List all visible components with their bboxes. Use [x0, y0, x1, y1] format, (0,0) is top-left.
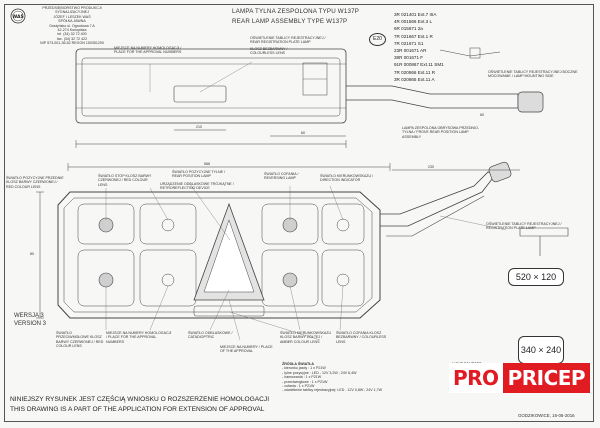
dim-80: 80 — [30, 252, 34, 256]
code-item: 3R 021401 Ext.7 IIIA — [394, 12, 437, 17]
company-line7: fax. (34) 32 72 422 — [56, 36, 88, 41]
code-item: 4R 001566 Ext.3 L — [394, 19, 433, 25]
version-pl: WERSJA 3 — [14, 313, 44, 319]
code-item: 23R 001671 AR — [394, 48, 427, 54]
callout-top-reg-plate: OŚWIETLENIE TABLICY REJESTRACYJNEJ / REA… — [250, 36, 326, 45]
callout-front-left-1: ŚWIATŁO POZYCYJNE PRZEDNIE KLOSZ BARWY C… — [6, 176, 64, 189]
title-en: REAR LAMP ASSEMBLY TYPE W137P — [232, 18, 348, 25]
approval-note-pl: NINIEJSZY RYSUNEK JEST CZĘŚCIĄ WNIOSKU O… — [10, 396, 270, 403]
light-source-item: - tylne pozycyjne : LED - 12V 3,2W ; 24V… — [282, 370, 357, 375]
company-line6: tel. (34) 32 72 400 — [57, 32, 87, 37]
company-line8: NIP 573-001-36-52 REGON 150351290 — [40, 41, 104, 46]
company-info: PRZEDSIĘBIORSTWO PRODUKCJI SYGNALIZACYJN… — [33, 6, 111, 46]
company-line5: 42-274 Konopiska — [57, 28, 87, 33]
callout-bottom-mid-2: MIEJSCE NA NUMERY / PLACE OF THE APPROVA… — [220, 345, 273, 354]
e-mark: E20 — [369, 33, 386, 46]
light-source-item: - oświetlenie tablicy rejestracyjnej: LE… — [282, 388, 383, 393]
light-source-item: - hamowania : 1 x P21W — [282, 375, 322, 380]
callout-bottom-right-2: ŚWIATŁO COFANIA KLOSZ BEZBARWNY / COLOUR… — [336, 331, 387, 344]
propricep-logo: PRO PRICEP — [449, 363, 597, 393]
sheet-border — [4, 4, 594, 422]
callout-top-reflex: KLOSZ BEZBARWNY / COLOURLESS LENS — [250, 47, 288, 56]
light-source-item: - kierunku jazdy : 1 x P21W — [282, 366, 326, 371]
light-source-item: - przeciwmgłowe : 1 x P21W — [282, 379, 328, 384]
dim-566: 566 — [204, 162, 210, 166]
callout-bottom-left-2: MIEJSCE NA NUMERY HOMOLOGACJI / PLACE FO… — [106, 331, 172, 344]
callout-bottom-right-1: ŚWIATŁO KIERUNKOWSKAZU KLOSZ BARWY ŻÓŁTE… — [280, 331, 332, 344]
dim-60: 60 — [301, 131, 305, 135]
code-item: 6R 015671 2a — [394, 26, 423, 32]
dim-210: 210 — [196, 125, 202, 129]
callout-bottom-left-1: ŚWIATŁO PRZECIWMGŁOWE KLOSZ BARWY CZERWO… — [56, 331, 104, 349]
light-sources-pl: ŹRÓDŁA ŚWIATŁA - kierunku jazdy : 1 x P2… — [282, 362, 382, 393]
approval-note-en: THIS DRAWING IS A PART OF THE APPLICATIO… — [10, 406, 265, 413]
marker-arm-top — [346, 85, 519, 109]
lamp-front-view-body — [57, 191, 381, 319]
callout-bottom-mid-1: ŚWIATŁO ODBLASKOWE / CATADIOPTRIC — [188, 331, 233, 340]
company-line2: JÓZEF I LESZEK WAŚ — [53, 14, 91, 19]
brand-pricep: PRICEP — [502, 363, 591, 393]
callout-front-right-2: ŚWIATŁO KIERUNKOWSKAZU / DIRECTION INDIC… — [320, 174, 374, 183]
code-item: 38R 001671 F — [394, 55, 424, 61]
code-item: 7R 021667 Ext.1 R — [394, 33, 433, 39]
version-en: VERSION 3 — [14, 321, 47, 327]
callout-top-right-mount: OŚWIETLENIE TABLICY REJESTRACYJNEJ BOCZN… — [488, 70, 578, 79]
title-pl: LAMPA TYLNA ZESPOLONA TYPU W137P — [232, 8, 360, 15]
plate-size-520x120: 520 × 120 — [508, 268, 564, 286]
brand-pro: PRO — [449, 363, 503, 393]
callout-front-mid: URZĄDZENIE ODBLASKOWE TRÓJKĄTNE / RETROR… — [160, 182, 234, 191]
company-line1: PRZEDSIĘBIORSTWO PRODUKCJI SYGNALIZACYJN… — [42, 6, 102, 15]
homologation-codes: 3R 021401 Ext.7 IIIA 4R 001566 Ext.3 L 6… — [394, 11, 444, 83]
code-item: 3R 020865 Ext.11 A — [394, 76, 435, 82]
callout-marker-arm: LAMPA ZESPOLONA OBRYSOWA PRZEDNIO-TYLNA … — [402, 126, 480, 139]
company-seal-logo: WAŚ — [10, 8, 26, 24]
callout-front-right-1: ŚWIATŁO COFANIA / REVERSING LAMP — [264, 172, 299, 181]
code-item: 7R 021671 S1 — [394, 40, 424, 46]
plate-size-340x240: 340 × 240 — [518, 336, 564, 364]
svg-text:WAŚ: WAŚ — [12, 13, 24, 20]
callout-front-left-3: ŚWIATŁO POZYCYJNE TYLNE / REAR POSITION … — [172, 170, 225, 179]
code-item: 7R 020866 Ext.11 R — [394, 69, 436, 75]
light-source-item: - cofania : 1 x P21W — [282, 384, 315, 389]
code-item: 91R 000867 Ext.11 SM1 — [394, 62, 444, 68]
light-sources-heading: ŹRÓDŁA ŚWIATŁA — [282, 362, 314, 366]
company-line3: SPÓŁKA JAWNA — [58, 19, 86, 24]
footer-date: GODZIKOWICE, 16-06-2016 — [518, 413, 575, 418]
callout-front-left-2: ŚWIATŁO STOP KLOSZ BARWY CZERWONEJ / RED… — [98, 174, 152, 187]
callout-top-approval: MIEJSCE NA NUMERY HOMOLOGACJI / PLACE FO… — [114, 46, 182, 55]
dim-60b: 60 — [480, 113, 484, 117]
callout-right-plate: OŚWIETLENIE TABLICY REJESTRACYJNEJ / REG… — [486, 222, 562, 231]
plate-lamp-window — [173, 85, 227, 103]
company-line4: Gostyńsko ul. Ogrodowa 7 A — [49, 23, 95, 28]
dim-230: 230 — [428, 165, 434, 169]
